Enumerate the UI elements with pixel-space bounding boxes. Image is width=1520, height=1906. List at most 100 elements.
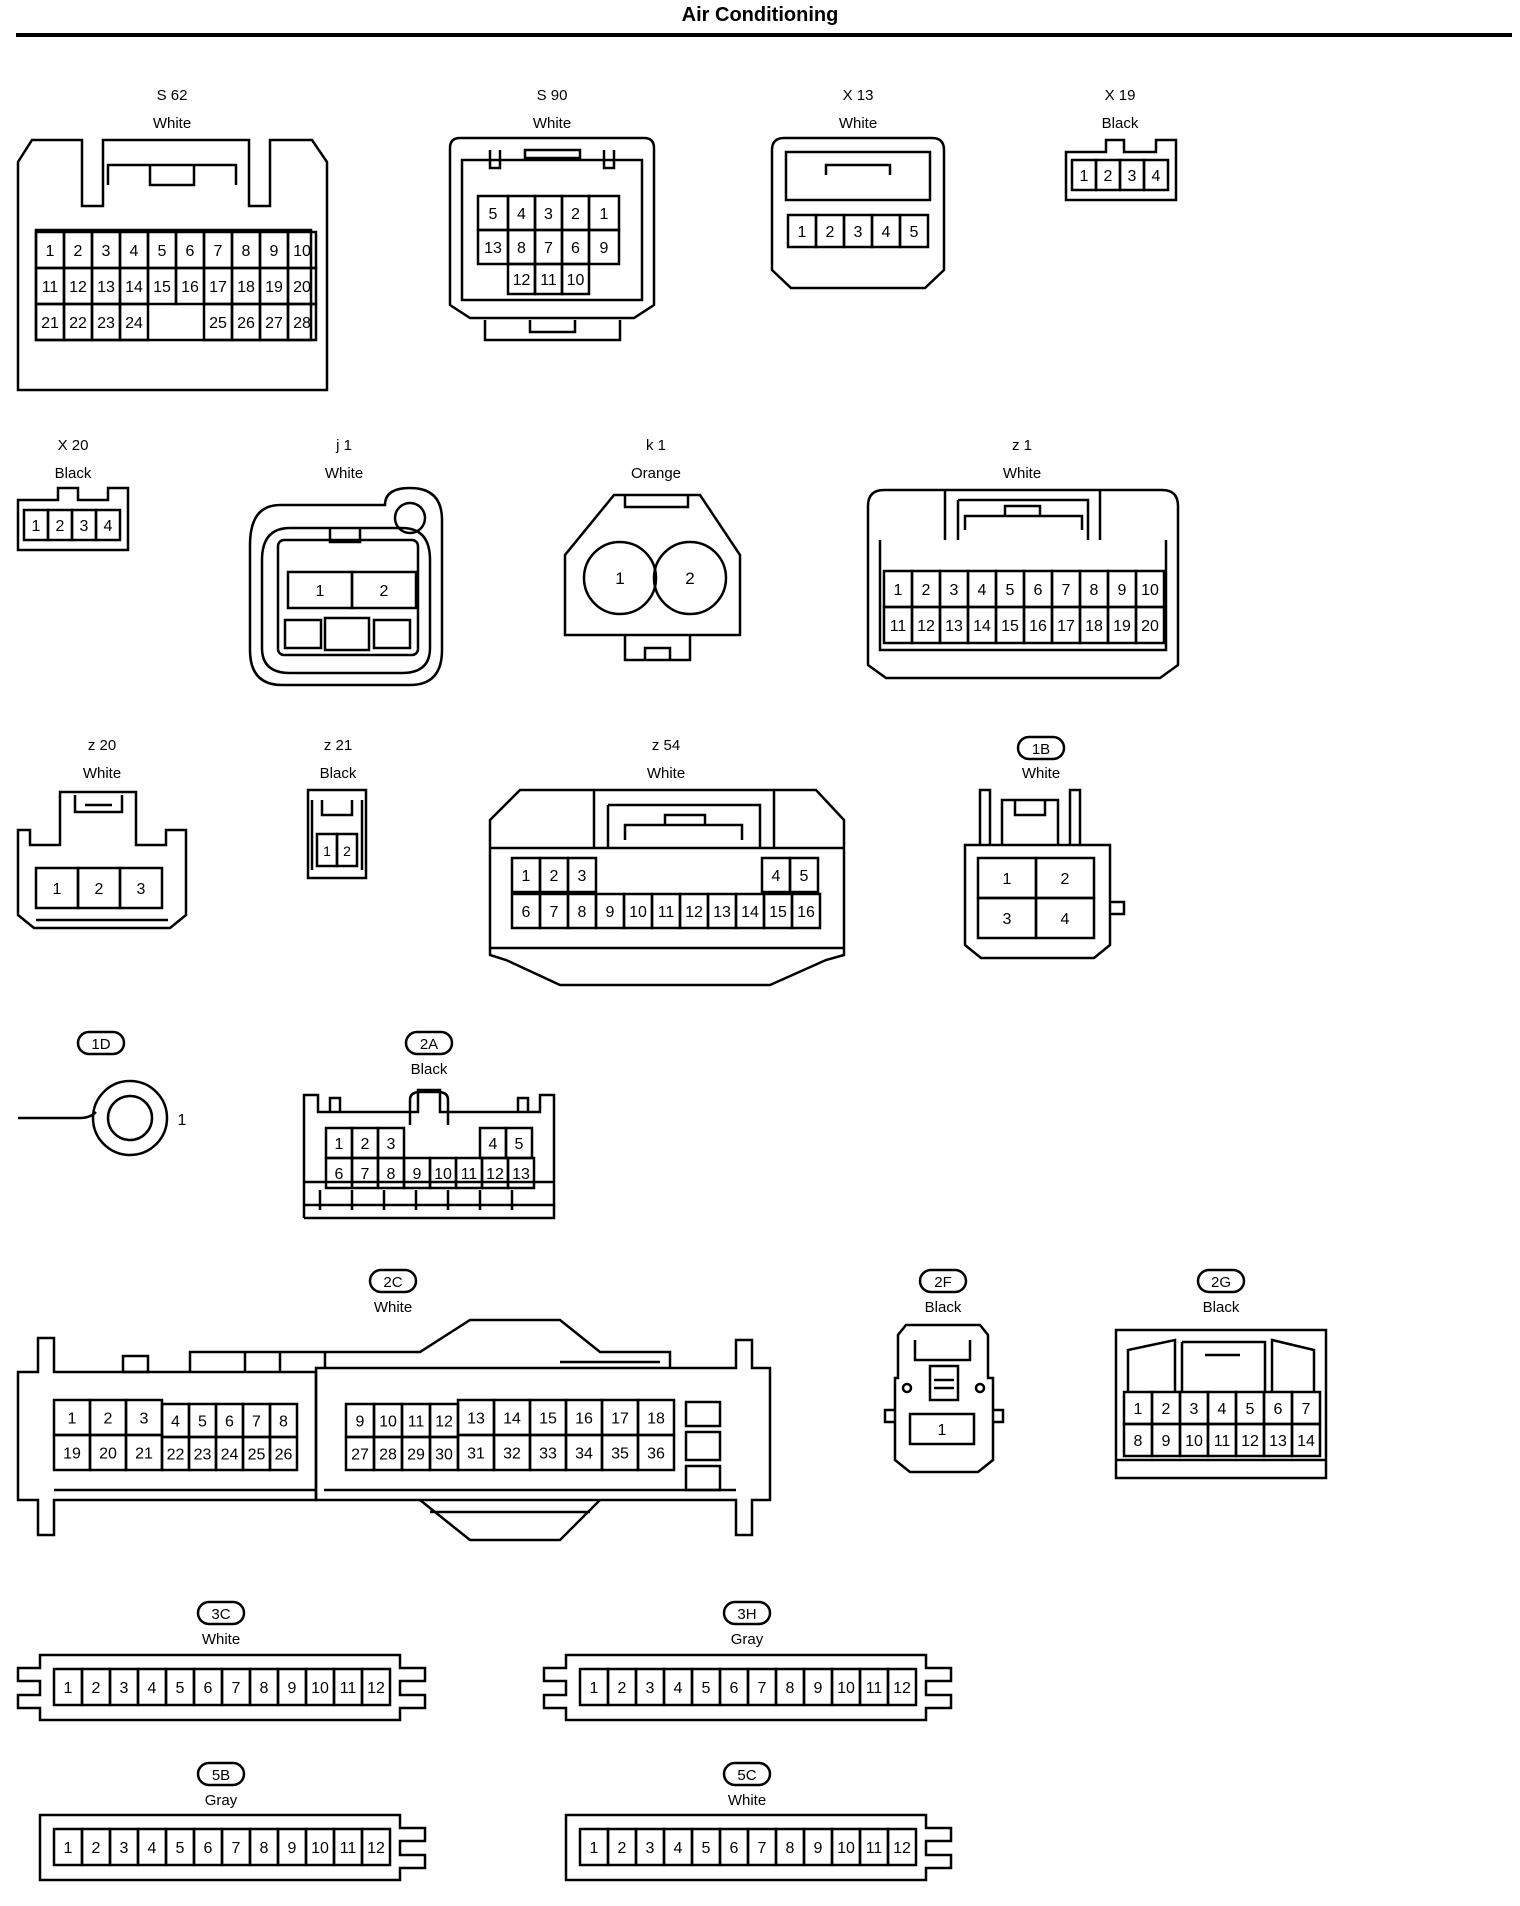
connector-housing bbox=[16, 790, 188, 930]
pin-label: 5 bbox=[702, 1840, 711, 1857]
pin-label: 6 bbox=[1274, 1401, 1283, 1418]
pin-label: 17 bbox=[209, 279, 227, 296]
pin-label: 3 bbox=[578, 868, 587, 885]
ground-terminal-hole bbox=[106, 1094, 154, 1142]
connector-code-badge bbox=[1016, 735, 1066, 761]
pin-label: 16 bbox=[797, 904, 815, 921]
pin-cell bbox=[908, 1412, 976, 1446]
pin-label: 12 bbox=[513, 272, 531, 289]
connector-latch bbox=[483, 320, 622, 342]
pin-label: 30 bbox=[435, 1447, 453, 1464]
pin-label: 3 bbox=[646, 1840, 655, 1857]
pin-label: 9 bbox=[270, 243, 279, 260]
pin-label: 1 bbox=[1080, 168, 1089, 185]
pin-label: 13 bbox=[484, 240, 502, 257]
connector-housing-right bbox=[314, 1338, 772, 1537]
pin-label: 5 bbox=[489, 206, 498, 223]
pin-label: 6 bbox=[204, 1680, 213, 1697]
pin-label: 13 bbox=[97, 279, 115, 296]
pin-label: 3 bbox=[102, 243, 111, 260]
pin-label: 21 bbox=[135, 1446, 153, 1463]
pin-cell bbox=[1134, 605, 1166, 645]
pin-cell bbox=[788, 856, 820, 894]
connector-color: Black bbox=[1102, 115, 1139, 132]
pin-cell bbox=[350, 570, 418, 610]
pin-label: 10 bbox=[379, 1414, 397, 1431]
pin-label: 9 bbox=[606, 904, 615, 921]
connector-color: Gray bbox=[731, 1631, 764, 1648]
pin-label: 12 bbox=[893, 1680, 911, 1697]
pin-label: 26 bbox=[275, 1447, 293, 1464]
pin-cell bbox=[360, 1667, 392, 1707]
pin-label: 4 bbox=[882, 224, 891, 241]
pin-label: 28 bbox=[293, 315, 311, 332]
pin-label: 10 bbox=[311, 1680, 329, 1697]
pin-label: 1 bbox=[335, 1136, 344, 1153]
pin-label: 12 bbox=[917, 618, 935, 635]
pin-label: 21 bbox=[41, 315, 59, 332]
pin-label: 15 bbox=[153, 279, 171, 296]
connector-id: X 19 bbox=[1105, 87, 1136, 104]
pin-cell bbox=[790, 892, 822, 930]
pin-cell bbox=[566, 856, 598, 894]
connector-side-tab bbox=[1110, 900, 1126, 916]
pin-label: 8 bbox=[517, 240, 526, 257]
pin-label: 2 bbox=[380, 583, 389, 600]
pin-label: 13 bbox=[945, 618, 963, 635]
pin-label: 27 bbox=[351, 1447, 369, 1464]
pin-label: 10 bbox=[1185, 1433, 1203, 1450]
pin-label: 11 bbox=[890, 618, 907, 635]
connector-color: White bbox=[647, 765, 685, 782]
pin-cell bbox=[1142, 158, 1170, 192]
pin-label: 6 bbox=[1034, 582, 1043, 599]
pin-label: 1 bbox=[46, 243, 55, 260]
pin-label: 18 bbox=[1085, 618, 1103, 635]
pin-label: 9 bbox=[288, 1840, 297, 1857]
pin-label: 5 bbox=[176, 1840, 185, 1857]
pin-label: 31 bbox=[467, 1446, 485, 1463]
connector-top-rail bbox=[188, 1318, 672, 1372]
connector-housing bbox=[38, 1813, 427, 1882]
pin-label: 7 bbox=[232, 1680, 241, 1697]
pin-label: 13 bbox=[713, 904, 731, 921]
pin-label: 8 bbox=[1134, 1433, 1143, 1450]
pin-label: 2 bbox=[92, 1840, 101, 1857]
connector-latch bbox=[623, 495, 692, 662]
pin-label: 7 bbox=[550, 904, 559, 921]
pin-label: 10 bbox=[837, 1680, 855, 1697]
pin-label: 1 bbox=[938, 1422, 947, 1439]
pin-label: 10 bbox=[1141, 582, 1159, 599]
pin-label: 2 bbox=[361, 1136, 370, 1153]
pin-label: 2 bbox=[550, 868, 559, 885]
connector-color: Orange bbox=[631, 465, 681, 482]
connector-color: White bbox=[374, 1299, 412, 1316]
pin-label: 3 bbox=[137, 881, 146, 898]
pin-label: 33 bbox=[539, 1446, 557, 1463]
pin-label: 16 bbox=[575, 1411, 593, 1428]
pin-label: 15 bbox=[539, 1411, 557, 1428]
pin-label: 4 bbox=[104, 518, 113, 535]
pin-label: 8 bbox=[242, 243, 251, 260]
pin-label: 2 bbox=[95, 881, 104, 898]
pin-label: 3 bbox=[1128, 168, 1137, 185]
pin-label: 6 bbox=[335, 1166, 344, 1183]
connector-housing bbox=[448, 136, 656, 320]
pin-label: 2 bbox=[1162, 1401, 1171, 1418]
connector-cavity bbox=[276, 538, 420, 657]
